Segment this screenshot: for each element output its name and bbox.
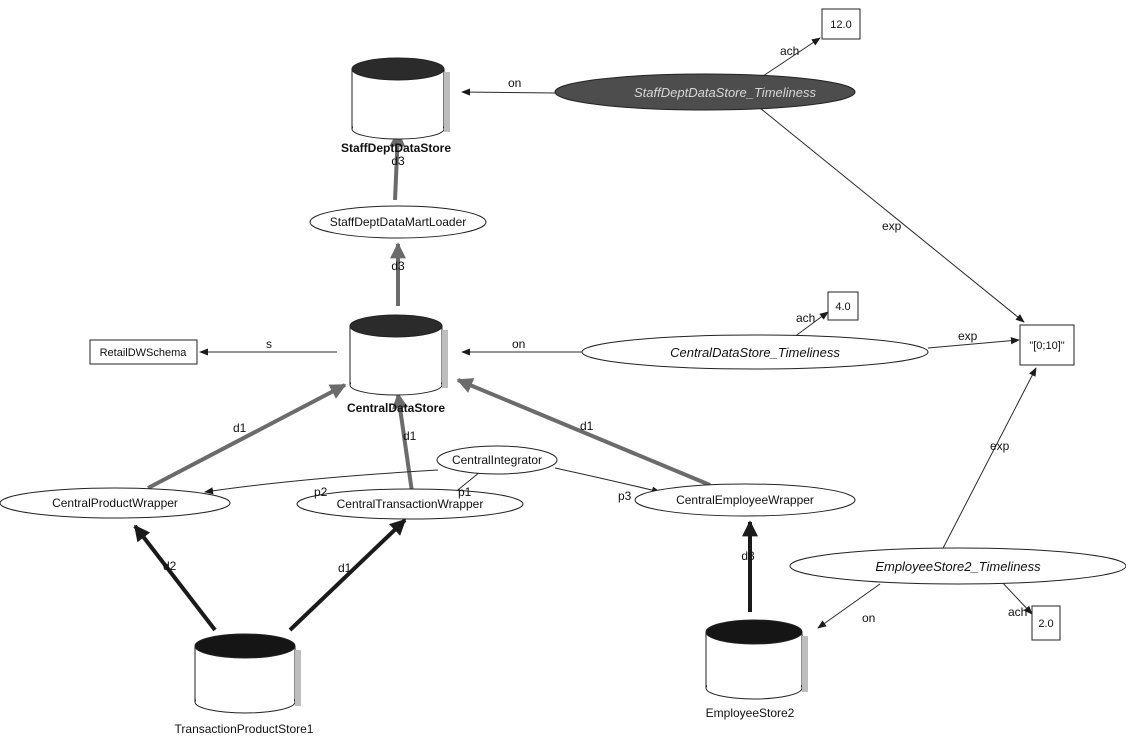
central-value-label: 4.0: [835, 301, 850, 313]
label-central-on: on: [512, 337, 525, 351]
label-product-d1: d1: [233, 421, 247, 435]
edge-employee-timeliness-exp: [939, 367, 1037, 555]
label-p3: p3: [618, 489, 632, 503]
employee-timeliness-label: EmployeeStore2_Timeliness: [875, 559, 1041, 574]
label-employee-d1: d1: [580, 419, 594, 433]
edge-staff-timeliness-on: [461, 88, 557, 96]
label-loader-d3: d3: [391, 154, 405, 168]
central-integrator-label: CentralIntegrator: [452, 453, 542, 467]
edge-loader-to-staff-store: [389, 130, 406, 201]
staff-loader-label: StaffDeptDataMartLoader: [330, 215, 467, 229]
label-schema-s: s: [266, 337, 272, 351]
edge-staff-timeliness-ach: [759, 37, 821, 79]
staff-store-cylinder[interactable]: [351, 57, 450, 140]
central-integrator-node[interactable]: CentralIntegrator: [436, 445, 558, 475]
label-central-ach: ach: [796, 311, 815, 325]
label-p2: p2: [314, 485, 328, 499]
edge-employee-wrapper-to-central: [456, 378, 711, 487]
label-staff-on: on: [508, 76, 521, 90]
edge-integrator-to-product-wrapper: [204, 469, 439, 495]
label-staff-exp: exp: [882, 219, 902, 233]
central-timeliness-node[interactable]: CentralDataStore_Timeliness: [581, 334, 929, 370]
edge-product-wrapper-to-central: [147, 383, 347, 490]
central-store-label: CentralDataStore: [347, 401, 445, 415]
range-label: "[0;10]": [1029, 340, 1064, 352]
label-staff-ach: ach: [780, 44, 799, 58]
central-timeliness-label: CentralDataStore_Timeliness: [670, 345, 840, 360]
label-transaction-d1: d1: [403, 429, 417, 443]
edge-integrator-to-emp-wrapper: [554, 467, 661, 494]
edge-employee-timeliness-on: [817, 583, 881, 629]
edge-txn-store-to-product-wrapper: [133, 524, 217, 632]
staff-timeliness-label: StaffDeptDataStore_Timeliness: [634, 85, 816, 100]
label-employee-ach: ach: [1008, 605, 1027, 619]
label-employee-on: on: [862, 611, 875, 625]
edge-transaction-wrapper-to-central: [392, 392, 414, 493]
employee-wrapper-label: CentralEmployeeWrapper: [676, 493, 814, 507]
edge-central-timeliness-exp: [927, 337, 1020, 349]
staff-store-label: StaffDeptDataStore: [341, 141, 451, 155]
employee-value-node[interactable]: 2.0: [1031, 605, 1061, 641]
product-wrapper-label: CentralProductWrapper: [52, 496, 178, 510]
edge-employee-timeliness-ach: [999, 579, 1033, 615]
staff-timeliness-node[interactable]: StaffDeptDataStore_Timeliness: [554, 73, 856, 111]
product-wrapper-node[interactable]: CentralProductWrapper: [0, 487, 231, 519]
label-emp-d3: d3: [741, 549, 755, 563]
edge-txn-store-to-txn-wrapper: [288, 518, 407, 632]
range-node[interactable]: "[0;10]": [1019, 324, 1075, 366]
central-store-cylinder[interactable]: [349, 314, 448, 396]
label-p1: p1: [458, 485, 472, 499]
employee-value-label: 2.0: [1038, 618, 1053, 630]
transaction-store-cylinder[interactable]: [194, 633, 301, 714]
label-central-d3: d3: [391, 259, 405, 273]
employee-timeliness-node[interactable]: EmployeeStore2_Timeliness: [789, 547, 1126, 585]
label-txn-d1: d1: [338, 561, 352, 575]
label-employee-exp: exp: [990, 439, 1010, 453]
employee-wrapper-node[interactable]: CentralEmployeeWrapper: [634, 483, 856, 517]
staff-loader-node[interactable]: StaffDeptDataMartLoader: [309, 205, 487, 239]
employee-store-cylinder[interactable]: [705, 619, 808, 700]
edge-staff-timeliness-exp: [759, 107, 1025, 323]
staff-value-label: 12.0: [830, 19, 851, 31]
staff-value-node[interactable]: 12.0: [821, 8, 861, 40]
central-value-node[interactable]: 4.0: [827, 291, 859, 321]
label-central-exp: exp: [958, 329, 978, 343]
transaction-wrapper-label: CentralTransactionWrapper: [337, 497, 484, 511]
transaction-wrapper-node[interactable]: CentralTransactionWrapper: [296, 488, 524, 520]
label-txn-d2: d2: [163, 559, 177, 573]
retail-schema-node[interactable]: RetailDWSchema: [89, 339, 198, 365]
retail-schema-label: RetailDWSchema: [100, 347, 188, 359]
employee-store-label: EmployeeStore2: [706, 706, 795, 720]
transaction-store-label: TransactionProductStore1: [175, 722, 314, 736]
